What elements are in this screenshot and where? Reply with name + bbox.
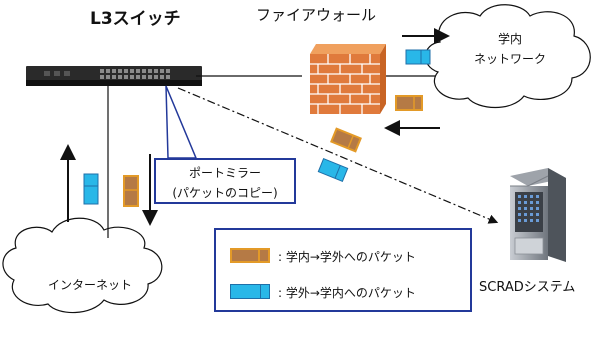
- campus-network-label-line2: ネットワーク: [473, 52, 546, 66]
- brown-packet-top: [395, 95, 423, 111]
- internet-label: インターネット: [48, 278, 133, 292]
- campus-network-cloud: [424, 4, 591, 108]
- cyan-packet-mirrored: [317, 157, 349, 183]
- internet-cloud: [2, 217, 163, 314]
- cyan-packet-swatch: [230, 284, 270, 299]
- firewall-label: ファイアウォール: [256, 6, 377, 24]
- port-mirror-title: ポートミラー: [188, 166, 261, 180]
- port-mirror-subtitle: (パケットのコピー): [172, 186, 278, 200]
- brown-packet-left: [123, 175, 139, 207]
- port-mirror-pointer: [165, 85, 198, 159]
- l3-switch-label: L3スイッチ: [90, 9, 181, 29]
- campus-network-label-line1: 学内: [497, 32, 522, 46]
- l3-switch-device: [26, 66, 202, 86]
- port-mirror-callout: ポートミラー (パケットのコピー): [154, 158, 296, 204]
- cyan-packet-top: [405, 49, 431, 65]
- cyan-packet-left: [83, 173, 99, 205]
- scrad-system-label: SCRADシステム: [479, 280, 576, 295]
- legend-box: : 学内→学外へのパケット : 学外→学内へのパケット: [214, 228, 472, 312]
- firewall-icon: [310, 44, 386, 114]
- mirror-to-scrad-line: [177, 87, 499, 224]
- legend-inbound-text: : 学内→学外へのパケット: [278, 250, 416, 264]
- brown-packet-swatch: [230, 248, 270, 263]
- scrad-server-icon: [510, 168, 566, 262]
- legend-outbound-text: : 学外→学内へのパケット: [278, 286, 416, 300]
- brown-packet-mirrored: [330, 127, 362, 153]
